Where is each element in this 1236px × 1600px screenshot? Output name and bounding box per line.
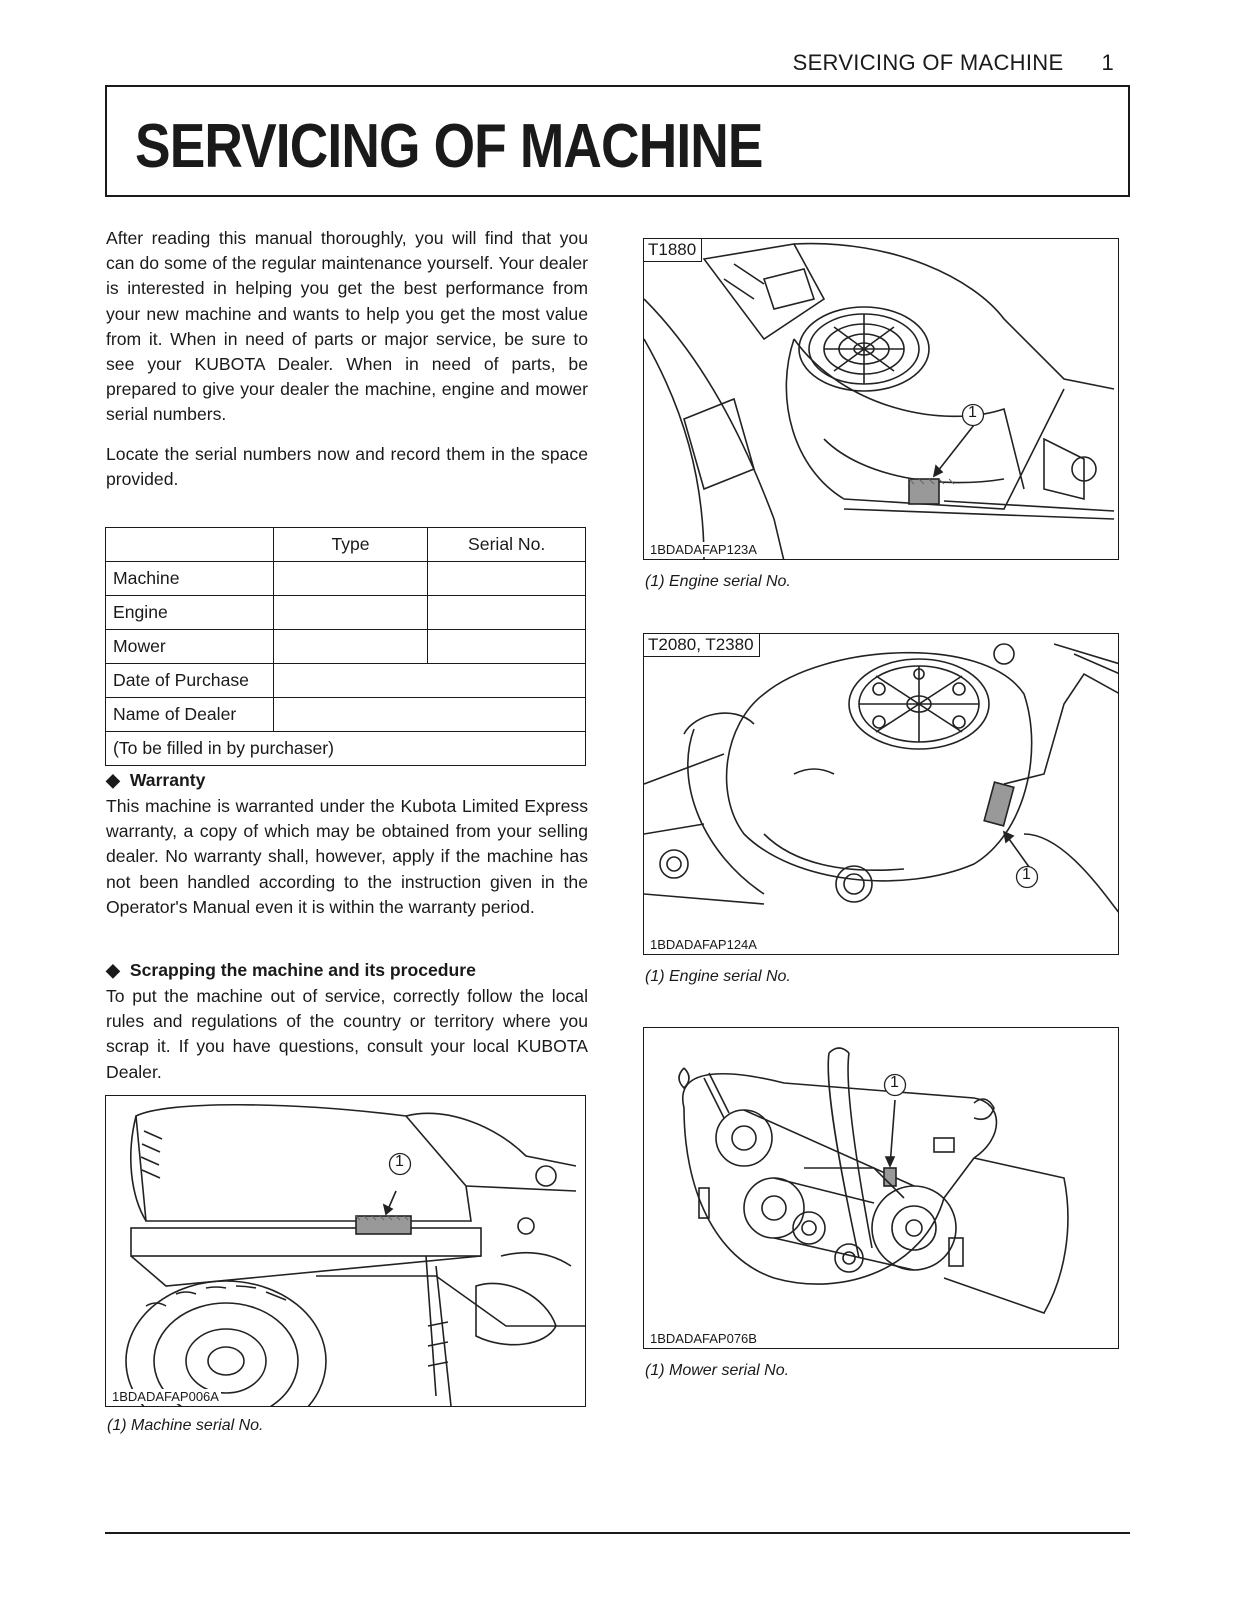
callout-number: 1: [395, 1153, 404, 1170]
mower-serial-cell[interactable]: [427, 629, 586, 664]
mower-type-cell[interactable]: [272, 629, 429, 664]
machine-serial-cell[interactable]: [427, 561, 586, 596]
footer-divider: [105, 1532, 1130, 1534]
callout-circle-icon: [883, 1073, 907, 1097]
engine-t2080-figure: 1 T2080, T2380 1BDADAFAP124A: [643, 633, 1119, 955]
tractor-side-illustration: [125, 1103, 585, 1406]
figure-code: 1BDADAFAP124A: [648, 937, 759, 952]
dealer-name-cell[interactable]: [272, 697, 587, 732]
row-label-mower: Mower: [105, 629, 274, 664]
table-header-row: Type Serial No.: [105, 527, 586, 562]
callout-circle-icon: [388, 1152, 412, 1176]
row-label-dealer: Name of Dealer: [105, 697, 274, 732]
running-header: SERVICING OF MACHINE 1: [793, 50, 1114, 76]
engine-type-cell[interactable]: [272, 595, 429, 630]
scrapping-heading-text: Scrapping the machine and its procedure: [129, 960, 476, 980]
table-row: Machine: [105, 561, 586, 596]
page-title: SERVICING OF MACHINE: [135, 112, 763, 181]
table-note: (To be filled in by purchaser): [105, 731, 586, 766]
figure-code: 1BDADAFAP123A: [648, 542, 759, 557]
table-corner-cell: [105, 527, 274, 562]
scrapping-text: To put the machine out of service, corre…: [106, 986, 588, 1082]
scrapping-heading: ◆ Scrapping the machine and its procedure: [106, 960, 476, 981]
engine-t1880-illustration: [644, 242, 1115, 559]
engine-t2080-caption: (1) Engine serial No.: [645, 968, 791, 985]
machine-serial-figure: 1 1BDADAFAP006A: [105, 1095, 586, 1407]
figure-code: 1BDADAFAP006A: [110, 1389, 221, 1404]
diamond-bullet-icon: ◆: [106, 960, 120, 980]
purchase-date-cell[interactable]: [272, 663, 587, 698]
title-box: SERVICING OF MACHINE: [105, 85, 1130, 197]
row-label-machine: Machine: [105, 561, 274, 596]
figure-model-label: T1880: [644, 239, 703, 262]
row-label-date: Date of Purchase: [105, 663, 274, 698]
table-row: Mower: [105, 629, 586, 664]
serial-number-table: Type Serial No. Machine Engine Mower Dat…: [105, 527, 587, 766]
engine-t1880-figure: 1 T1880 1BDADAFAP123A: [643, 238, 1119, 560]
warranty-paragraph: This machine is warranted under the Kubo…: [106, 794, 588, 920]
table-row: Name of Dealer: [105, 697, 587, 732]
scrapping-paragraph: To put the machine out of service, corre…: [106, 984, 588, 1085]
warranty-heading-text: Warranty: [129, 770, 206, 790]
row-label-engine: Engine: [105, 595, 274, 630]
intro-text: After reading this manual thoroughly, yo…: [106, 228, 588, 425]
diamond-bullet-icon: ◆: [106, 770, 120, 790]
intro-paragraph: After reading this manual thoroughly, yo…: [106, 226, 588, 428]
table-row: Engine: [105, 595, 586, 630]
engine-serial-cell[interactable]: [427, 595, 586, 630]
callout-circle-icon: [961, 403, 985, 427]
mower-deck-illustration: [678, 1047, 1069, 1314]
figure-code: 1BDADAFAP076B: [648, 1331, 759, 1346]
engine-t1880-caption: (1) Engine serial No.: [645, 573, 791, 590]
running-title: SERVICING OF MACHINE: [792, 50, 1064, 75]
locate-text: Locate the serial numbers now and record…: [106, 444, 588, 490]
callout-number: 1: [1022, 866, 1031, 883]
column-header-type: Type: [272, 527, 429, 562]
warranty-text: This machine is warranted under the Kubo…: [106, 796, 588, 917]
column-header-serial: Serial No.: [427, 527, 586, 562]
table-row: (To be filled in by purchaser): [105, 731, 586, 766]
callout-number: 1: [890, 1074, 899, 1091]
page-number: 1: [1101, 50, 1114, 75]
engine-t2080-illustration: [644, 643, 1118, 913]
callout-circle-icon: [1015, 865, 1039, 889]
locate-paragraph: Locate the serial numbers now and record…: [106, 442, 588, 492]
machine-type-cell[interactable]: [272, 561, 429, 596]
callout-number: 1: [968, 404, 977, 421]
machine-figure-caption: (1) Machine serial No.: [107, 1417, 264, 1434]
figure-model-label: T2080, T2380: [644, 634, 760, 657]
warranty-heading: ◆ Warranty: [106, 770, 205, 791]
mower-serial-figure: 1 1BDADAFAP076B: [643, 1027, 1119, 1349]
mower-figure-caption: (1) Mower serial No.: [645, 1362, 790, 1379]
table-row: Date of Purchase: [105, 663, 587, 698]
